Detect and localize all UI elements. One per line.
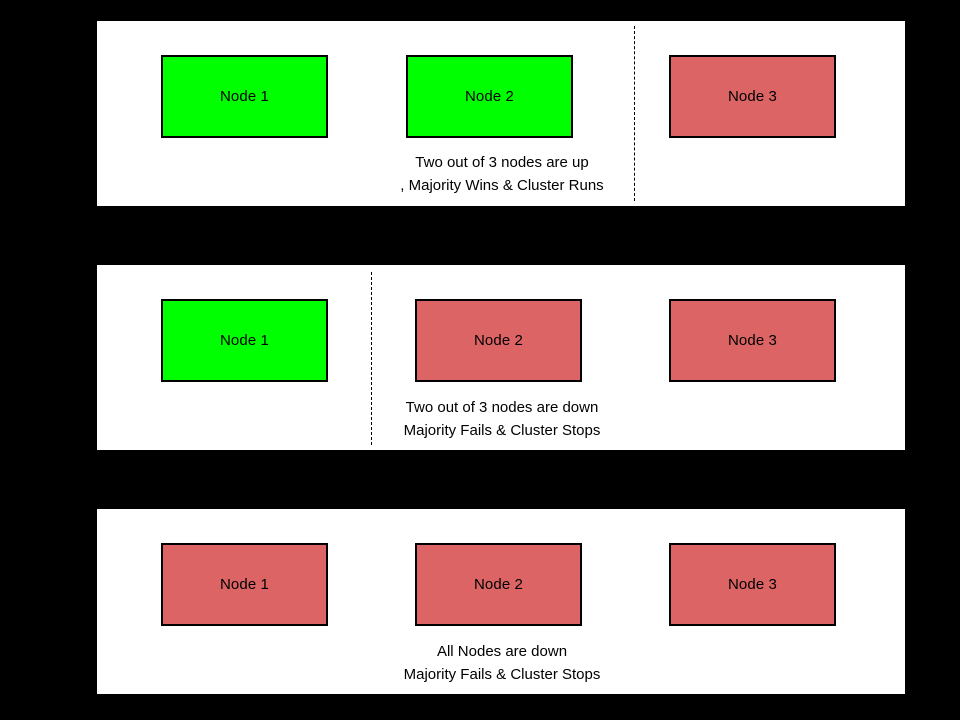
node-box-3-down[interactable]: Node 3 (669, 299, 836, 382)
node-label: Node 2 (474, 576, 523, 593)
node-label: Node 3 (728, 576, 777, 593)
node-label: Node 2 (465, 88, 514, 105)
node-box-1-down[interactable]: Node 1 (161, 543, 328, 626)
node-box-2-up[interactable]: Node 2 (406, 55, 573, 138)
node-box-2-down[interactable]: Node 2 (415, 543, 582, 626)
panel-caption: Two out of 3 nodes are up , Majority Wins… (400, 151, 603, 197)
caption-line: Majority Fails & Cluster Stops (403, 666, 601, 683)
node-box-2-down[interactable]: Node 2 (415, 299, 582, 382)
node-label: Node 1 (220, 332, 269, 349)
node-label: Node 1 (220, 576, 269, 593)
node-box-3-down[interactable]: Node 3 (669, 55, 836, 138)
scenario-panel-1: Node 1 Node 2 Node 3 Two out of 3 nodes are… (97, 21, 905, 206)
node-box-1-up[interactable]: Node 1 (161, 299, 328, 382)
scenario-panel-2: Node 1 Node 2 Node 3 Two out of 3 nodes are… (97, 265, 905, 450)
node-box-1-up[interactable]: Node 1 (161, 55, 328, 138)
node-label: Node 1 (220, 88, 269, 105)
caption-line: Majority Fails & Cluster Stops (403, 422, 601, 439)
node-box-3-down[interactable]: Node 3 (669, 543, 836, 626)
caption-line: Two out of 3 nodes are down (405, 399, 599, 416)
caption-line: All Nodes are down (436, 643, 568, 660)
caption-line: Two out of 3 nodes are up (415, 154, 589, 171)
node-label: Node 3 (728, 332, 777, 349)
node-label: Node 2 (474, 332, 523, 349)
quorum-divider-line (634, 26, 635, 201)
quorum-divider-line (371, 272, 372, 445)
node-label: Node 3 (728, 88, 777, 105)
caption-line: , Majority Wins & Cluster Runs (400, 177, 604, 194)
